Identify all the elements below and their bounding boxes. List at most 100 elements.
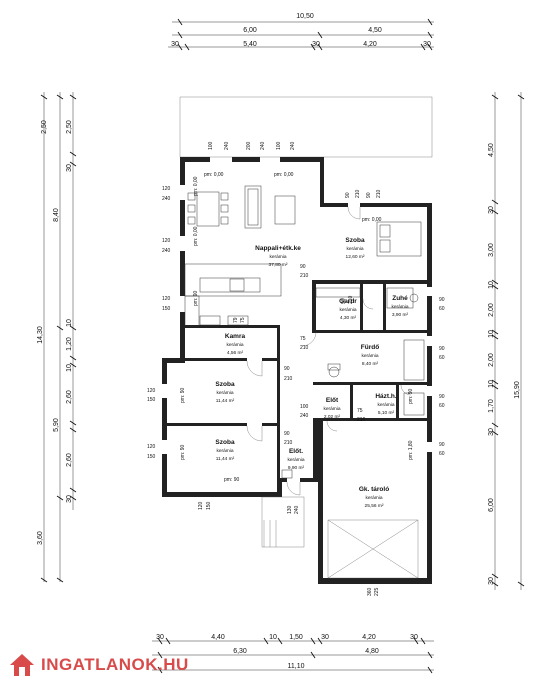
- pm-label: pm: 0,00: [193, 176, 199, 196]
- opening-label: 240: [260, 141, 266, 150]
- dim-right-total: 15,90: [514, 381, 521, 399]
- room-floor: kerámia: [287, 457, 304, 463]
- room-area: 3,90 m²: [392, 312, 409, 318]
- opening-label: 60: [439, 306, 445, 312]
- room-nappali: Nappali+étk.ke kerámia 37,80 m²: [255, 245, 301, 268]
- opening-label: 90: [439, 297, 445, 303]
- opening-label: 90: [284, 431, 290, 437]
- opening-label: 90: [345, 192, 351, 198]
- dim-right-10c: 10: [488, 380, 495, 388]
- dim-left-30b: 30: [66, 495, 73, 503]
- dim-bottom-420: 4,20: [362, 634, 376, 641]
- room-szoba-1: Szoba kerámia 12,60 m²: [345, 237, 365, 260]
- dim-left-10b: 10: [66, 319, 73, 327]
- dim-left-590: 5,90: [53, 418, 60, 432]
- opening-label: 200: [246, 141, 252, 150]
- room-name: Zuhé: [392, 295, 408, 302]
- room-area: 11,44 m²: [216, 398, 235, 404]
- opening-label: 90: [366, 192, 372, 198]
- room-name: Nappali+étk.ke: [255, 245, 301, 252]
- room-area: 5,10 m²: [378, 410, 395, 416]
- opening-label: 90: [439, 394, 445, 400]
- opening-label: 150: [147, 454, 156, 460]
- room-kamra: Kamra kerámia 4,56 m²: [225, 333, 246, 356]
- dim-right-30a: 30: [488, 206, 495, 214]
- opening-label: 60: [439, 355, 445, 361]
- opening-label: 130: [287, 505, 293, 514]
- opening-label: 75: [240, 317, 246, 323]
- opening-label: 120: [162, 296, 171, 302]
- dim-right-300: 3,00: [488, 243, 495, 257]
- pm-label: pm: 0,00: [274, 172, 294, 178]
- logo-text: INGATLANOK.HU: [41, 655, 189, 674]
- opening-label: 75: [300, 336, 306, 342]
- dim-left-840: 8,40: [53, 208, 60, 222]
- opening-label: 90: [439, 346, 445, 352]
- room-area: 11,44 m²: [216, 456, 235, 462]
- room-zuhany: Zuhé kerámia 3,90 m²: [391, 295, 408, 318]
- opening-label: 150: [147, 397, 156, 403]
- dim-top-left: 6,00: [243, 27, 257, 34]
- dim-left-10a: 10: [66, 364, 73, 372]
- dim-bottom-150: 1,50: [289, 634, 303, 641]
- opening-label: 210: [300, 273, 309, 279]
- room-area: 9,90 m²: [288, 465, 305, 471]
- room-name: Fürdő: [361, 344, 379, 351]
- opening-label: 240: [224, 141, 230, 150]
- room-name: Szoba: [215, 381, 235, 388]
- opening-label: 225: [374, 587, 380, 596]
- dim-bottom-total: 11,10: [288, 663, 305, 670]
- opening-label: 120: [147, 444, 156, 450]
- opening-label: 210: [300, 345, 309, 351]
- site-logo[interactable]: INGATLANOK.HU: [8, 651, 189, 679]
- opening-label: 210: [355, 189, 361, 198]
- room-floor: kerámia: [391, 304, 408, 310]
- opening-labels: 100 240 200 240 100 240 90 210 90 210 12…: [147, 141, 445, 596]
- dim-left-260b: 2,60: [66, 453, 73, 467]
- dim-left-250a: 2,50: [41, 120, 48, 134]
- dim-right-450: 4,50: [488, 143, 495, 157]
- opening-label: 210: [284, 440, 293, 446]
- room-name: Házt.h.: [375, 393, 397, 400]
- room-floor: kerámia: [377, 402, 394, 408]
- dim-top-30a: 30: [171, 41, 179, 48]
- room-name: Gk. tároló: [359, 486, 389, 493]
- dim-top-420: 4,20: [363, 41, 377, 48]
- room-haztartasi: Házt.h. kerámia 5,10 m²: [375, 393, 397, 416]
- opening-label: 150: [162, 306, 171, 312]
- room-area: 25,56 m²: [365, 503, 384, 509]
- dim-left-250b: 2,50: [66, 120, 73, 134]
- opening-label: 240: [300, 413, 309, 419]
- pm-label: pm: 0,00: [362, 217, 382, 223]
- room-szoba-2: Szoba kerámia 11,44 m²: [215, 381, 235, 404]
- room-area: 4,30 m²: [340, 315, 357, 321]
- dim-right-10b: 10: [488, 330, 495, 338]
- room-name: Szoba: [215, 439, 235, 446]
- room-floor: kerámia: [365, 495, 382, 501]
- dim-top-right: 4,50: [368, 27, 382, 34]
- opening-label: 90: [439, 442, 445, 448]
- room-area: 8,40 m²: [362, 361, 379, 367]
- dim-right-600: 6,00: [488, 498, 495, 512]
- opening-label: 360: [367, 587, 373, 596]
- dim-top-30b: 30: [312, 41, 320, 48]
- house-icon: [10, 654, 34, 676]
- room-area: 4,56 m²: [227, 350, 244, 356]
- room-garazs: Gk. tároló kerámia 25,56 m²: [359, 486, 389, 509]
- opening-label: 240: [162, 248, 171, 254]
- dim-left-30a: 30: [66, 164, 73, 172]
- room-floor: kerámia: [216, 448, 233, 454]
- opening-label: 240: [162, 196, 171, 202]
- opening-label: 150: [206, 501, 212, 510]
- dim-left-total: 14,30: [37, 326, 44, 344]
- pm-label: pm: 1,80: [408, 440, 414, 460]
- room-gardrob: Gardr kerámia 4,30 m²: [339, 298, 357, 321]
- room-furdo: Fürdő kerámia 8,40 m²: [361, 344, 379, 367]
- opening-label: 79: [233, 317, 239, 323]
- right-dimensions: 4,50 30 3,00 10 2,00 10 2,00 10 1,70 30 …: [488, 92, 525, 590]
- dim-right-170: 1,70: [488, 399, 495, 413]
- dim-right-30c: 30: [488, 577, 495, 585]
- dim-bottom-30a: 30: [156, 634, 164, 641]
- room-name: Kamra: [225, 333, 246, 340]
